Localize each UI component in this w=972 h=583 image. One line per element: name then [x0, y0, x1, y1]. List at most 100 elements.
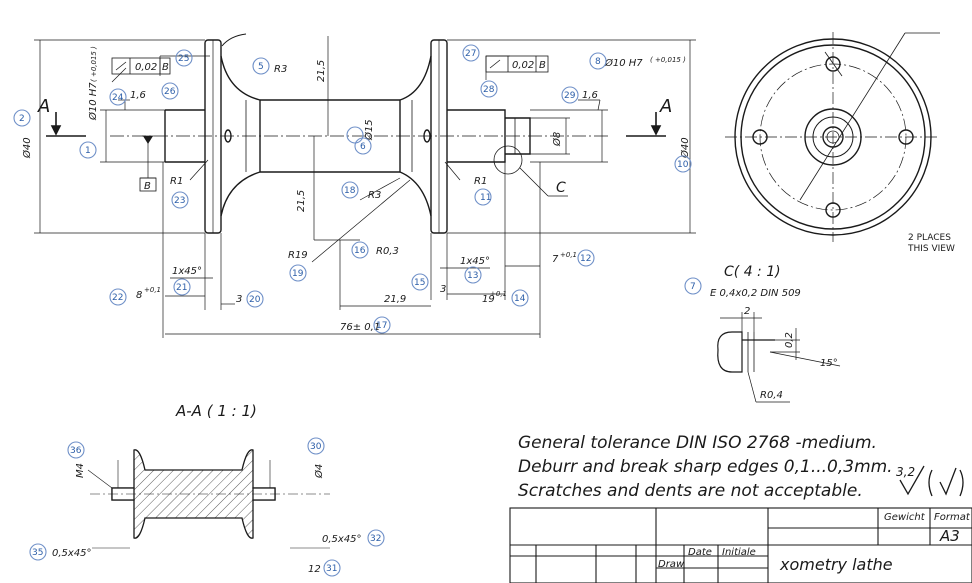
svg-text:21: 21: [176, 283, 187, 293]
dim-dia10-right-tol: ( +0,015 ): [650, 56, 686, 64]
svg-text:2: 2: [19, 114, 25, 124]
front-view: [725, 32, 940, 242]
svg-text:18: 18: [344, 186, 356, 196]
svg-text:31: 31: [326, 564, 337, 574]
balloons-section: [29, 437, 385, 577]
detail-w2: 2: [744, 306, 750, 317]
rough-right: 1,6: [582, 90, 598, 101]
dim-dia8: Ø8: [551, 132, 563, 147]
dim-8-tol: +0,1: [144, 286, 161, 294]
svg-text:10: 10: [677, 160, 689, 170]
dim-3-right: 3: [440, 284, 446, 295]
detail-undercut: E 0,4x0,2 DIN 509: [710, 288, 801, 299]
note-2: Deburr and break sharp edges 0,1...0,3mm…: [518, 457, 893, 477]
dim-r03: R0,3: [376, 246, 399, 257]
svg-text:19: 19: [292, 269, 304, 279]
svg-text:8: 8: [595, 57, 601, 67]
runout-right-value: 0,02: [512, 60, 534, 71]
dim-r1-right: R1: [474, 176, 487, 187]
section-letter-right: A: [659, 96, 672, 117]
dim-r19: R19: [288, 250, 308, 261]
tb-company: xometry lathe: [779, 555, 893, 574]
svg-text:35: 35: [32, 548, 43, 558]
places-note-1: 2 PLACES: [908, 233, 951, 243]
svg-text:30: 30: [310, 442, 322, 452]
dim-19: 19: [482, 294, 495, 305]
datum-triangle: [143, 136, 153, 144]
dim-76: 76± 0,1: [340, 322, 380, 333]
title-block: [509, 507, 972, 583]
datum-b-label: B: [144, 181, 151, 192]
section-marker-right: [626, 112, 666, 137]
rough-left: 1,6: [130, 90, 146, 101]
detail-a15: 15°: [820, 358, 838, 369]
svg-text:7: 7: [690, 282, 696, 292]
dim-7-tol: +0,1: [560, 251, 577, 259]
dimension-lines: [34, 36, 696, 338]
svg-text:27: 27: [465, 49, 476, 59]
dim-dia10-left: Ø10 H7: [87, 82, 99, 121]
svg-text:16: 16: [354, 246, 366, 256]
svg-text:32: 32: [370, 534, 381, 544]
dim-dia10-left-tol: ( +0,015 ): [90, 46, 98, 82]
dim-21-9: 21,9: [384, 294, 406, 305]
section-m4: M4: [75, 463, 86, 478]
surface-symbol: [899, 465, 964, 497]
tb-format: Format: [934, 512, 971, 523]
runout-frame-left: [111, 57, 171, 75]
datum-b-box: [139, 177, 157, 192]
section-ch-left: 0,5x45°: [52, 548, 92, 559]
svg-text:36: 36: [70, 446, 82, 456]
section-ch-right: 0,5x45°: [322, 534, 362, 545]
dim-dia40-left: Ø40: [21, 137, 33, 159]
section-marker-left: [46, 112, 86, 137]
detail-c-letter: C: [556, 180, 566, 196]
dim-r3-top: R3: [274, 64, 287, 75]
dim-7: 7: [552, 254, 559, 265]
runout-left-ref: B: [162, 62, 169, 73]
svg-text:11: 11: [480, 193, 491, 203]
svg-text:22: 22: [112, 293, 123, 303]
tb-format-value: A3: [939, 527, 960, 545]
tb-initiale: Initiale: [722, 547, 756, 558]
svg-text:29: 29: [564, 91, 576, 101]
svg-text:17: 17: [376, 321, 387, 331]
tb-date: Date: [688, 547, 712, 558]
svg-text:24: 24: [112, 93, 124, 103]
dim-dia15: Ø15: [363, 119, 375, 141]
tb-draw: Draw: [658, 559, 685, 570]
dim-19-tol: +0,1: [490, 290, 507, 298]
svg-text:25: 25: [178, 54, 189, 64]
note-1: General tolerance DIN ISO 2768 -medium.: [518, 433, 877, 453]
detail-c-view: [717, 312, 841, 403]
surface-value: 3,2: [896, 465, 915, 479]
detail-title: C( 4 : 1): [724, 264, 781, 280]
section-view: [87, 449, 330, 549]
detail-r04: R0,4: [760, 390, 783, 401]
balloon-labels-main: 1 2 3 5 6 7 8 10 11 12 13 14 15 16 17 18…: [19, 49, 696, 331]
tb-gewicht: Gewicht: [884, 512, 926, 523]
svg-text:20: 20: [249, 295, 261, 305]
svg-text:15: 15: [414, 278, 425, 288]
section-d12: 12: [308, 564, 321, 575]
balloon-labels-section: 30 31 32 35 36: [32, 442, 381, 574]
dim-21-5-bot: 21,5: [296, 190, 307, 212]
svg-text:5: 5: [258, 62, 264, 72]
note-3: Scratches and dents are not acceptable.: [518, 481, 863, 501]
dim-ch-right: 1x45°: [460, 256, 490, 267]
dim-ch-left: 1x45°: [172, 266, 202, 277]
svg-text:23: 23: [174, 196, 185, 206]
dim-r1-left: R1: [170, 176, 183, 187]
runout-left-value: 0,02: [135, 62, 157, 73]
section-title: A-A ( 1 : 1): [175, 402, 257, 420]
runout-frame-right: [485, 55, 549, 73]
section-letter-left: A: [37, 96, 50, 117]
places-note-2: THIS VIEW: [907, 244, 955, 254]
svg-text:1: 1: [85, 146, 91, 156]
dim-r3-mid: R3: [368, 190, 381, 201]
svg-text:13: 13: [467, 271, 478, 281]
runout-right-ref: B: [539, 60, 546, 71]
svg-text:14: 14: [514, 294, 526, 304]
svg-text:26: 26: [164, 87, 176, 97]
